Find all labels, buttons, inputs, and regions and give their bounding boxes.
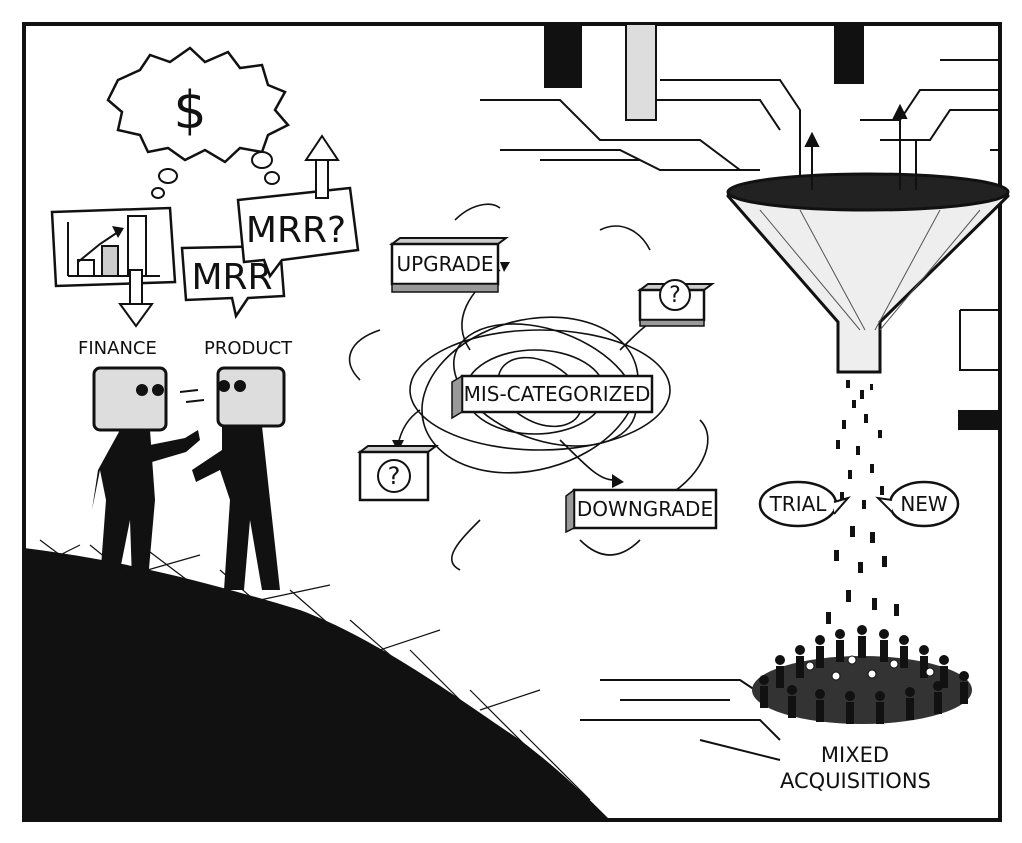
mini-bar-chart [67,215,160,277]
product-label: PRODUCT [204,338,293,359]
funnel-mouth [726,172,1010,212]
downgrade-label: DOWNGRADE [576,497,714,521]
chart-bar [77,259,95,277]
mrr-question-text: MRR? [246,210,346,251]
thought-dots [151,151,280,199]
particle-stream [826,380,899,624]
eye-icon [218,380,230,392]
question-circle-icon [659,279,691,311]
unknown-box-left [357,445,439,502]
mis-categorized-label: MIS-CATEGORIZED [463,382,651,406]
speech-dashes [179,389,205,403]
unknown-box-top [637,279,715,327]
question-circle-icon [377,459,411,493]
upgrade-box [389,237,509,293]
up-arrow-icon [304,134,340,199]
down-arrow-icon [118,269,154,328]
finance-head [92,366,168,432]
eye-icon [152,384,164,396]
new-label: NEW [900,492,948,516]
crowd-light-people [805,655,935,681]
mrr-question-bubble [236,186,360,279]
dollar-symbol: $ [173,81,206,141]
caption-line-1: MIXED [820,743,890,767]
eye-icon [234,380,246,392]
finance-figure [92,366,200,580]
upgrade-label: UPGRADE [396,252,494,276]
finance-label: FINANCE [78,338,157,359]
chart-bar [101,245,119,277]
hill-hatching [29,539,591,801]
product-head [216,366,286,428]
product-figure [192,366,286,590]
caption: MIXED ACQUISITIONS [780,742,931,794]
trial-label: TRIAL [769,492,827,516]
eye-icon [136,384,148,396]
thought-cloud [106,46,290,164]
caption-line-2: ACQUISITIONS [780,769,931,793]
unknown-left-label: ? [387,462,401,490]
chart-bar [127,215,147,277]
dark-hill [24,548,610,820]
top-blocks [544,23,1000,430]
funnel [726,172,1010,374]
mrr-text: MRR [191,257,272,298]
downgrade-box [565,488,718,534]
mis-categorized-box [451,374,654,420]
crowd [752,625,972,724]
funnel-up-arrows [804,103,917,190]
unknown-top-label: ? [669,282,681,308]
